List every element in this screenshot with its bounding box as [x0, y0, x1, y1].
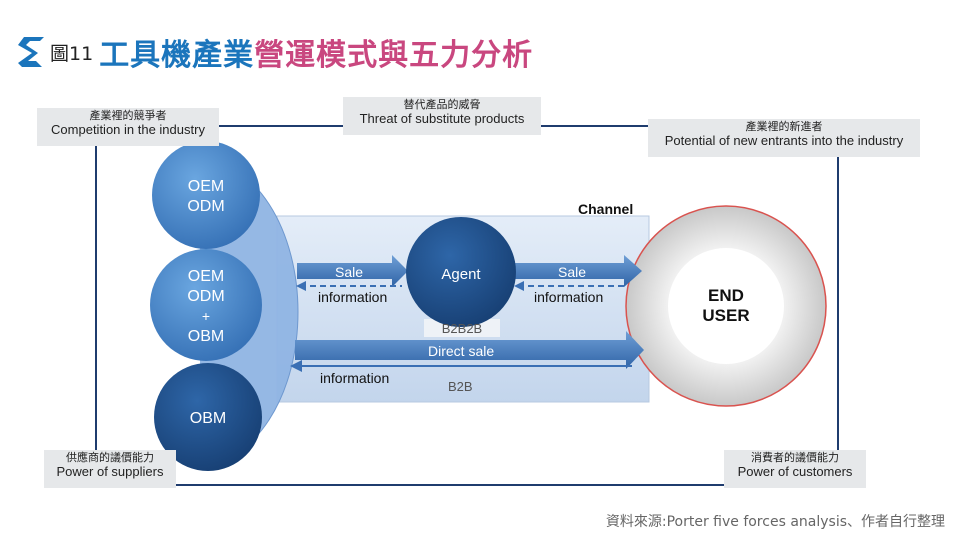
- end-user-label-line2: USER: [702, 306, 749, 325]
- box-suppliers: 供應商的議價能力 Power of suppliers: [44, 450, 176, 488]
- box-competition: 產業裡的競爭者 Competition in the industry: [37, 108, 219, 146]
- suppliers-en: Power of suppliers: [56, 463, 164, 479]
- info-label-bottom: information: [320, 370, 389, 386]
- competition-zh: 產業裡的競爭者: [89, 109, 167, 122]
- title-bar: 圖11 工具機產業 營運模式與五力分析: [14, 32, 534, 73]
- agent-label: Agent: [441, 266, 481, 283]
- figure-label: 圖11: [50, 42, 94, 65]
- channel-label: Channel: [578, 201, 633, 217]
- end-user-center: [668, 248, 784, 364]
- direct-sale-label: Direct sale: [428, 343, 494, 359]
- customers-zh: 消費者的議價能力: [751, 451, 839, 464]
- info-label-right: information: [534, 289, 603, 305]
- info-arrow-bottom: [290, 360, 632, 372]
- node-oem-odm-obm-line2: ODM: [187, 288, 224, 305]
- competition-en: Competition in the industry: [51, 121, 205, 137]
- b2b-label: B2B: [448, 379, 473, 394]
- title-part2: 營運模式與五力分析: [254, 38, 534, 73]
- direct-sale-arrow: [295, 331, 644, 369]
- title-part1: 工具機產業: [99, 38, 255, 73]
- new-entrants-zh: 產業裡的新進者: [745, 120, 823, 133]
- sale-arrow-left: [297, 255, 408, 287]
- b2b2b-label: B2B2B: [442, 321, 482, 336]
- node-oem-odm-obm-line1: OEM: [188, 268, 224, 285]
- source-note: 資料來源:Porter five forces analysis、作者自行整理: [605, 514, 945, 530]
- node-oem-odm-obm-line4: OBM: [188, 328, 224, 345]
- box-new-entrants: 產業裡的新進者 Potential of new entrants into t…: [648, 119, 920, 157]
- suppliers-zh: 供應商的議價能力: [66, 451, 154, 464]
- sale-label-right: Sale: [558, 264, 586, 280]
- new-entrants-en: Potential of new entrants into the indus…: [664, 132, 904, 148]
- node-oem-odm-line2: ODM: [187, 198, 224, 215]
- substitutes-zh: 替代產品的威脅: [403, 98, 481, 111]
- box-customers: 消費者的議價能力 Power of customers: [724, 450, 866, 488]
- sale-label-left: Sale: [335, 264, 363, 280]
- sale-arrow-right: [514, 255, 642, 287]
- node-obm: [154, 363, 262, 471]
- node-oem-odm-obm: [150, 249, 262, 361]
- info-arrow-left: [296, 281, 402, 291]
- node-oem-odm-line1: OEM: [188, 178, 224, 195]
- node-oem-odm-obm-line3: +: [202, 308, 210, 324]
- s-logo-icon: [18, 37, 44, 67]
- agent-node: [406, 217, 516, 327]
- customers-en: Power of customers: [737, 463, 853, 479]
- node-oem-odm: [152, 141, 260, 249]
- info-label-left: information: [318, 289, 387, 305]
- substitutes-en: Threat of substitute products: [359, 110, 525, 126]
- info-arrow-right: [514, 281, 628, 291]
- end-user-label-line1: END: [708, 286, 744, 305]
- node-obm-label: OBM: [190, 410, 226, 427]
- box-substitutes: 替代產品的威脅 Threat of substitute products: [343, 97, 541, 135]
